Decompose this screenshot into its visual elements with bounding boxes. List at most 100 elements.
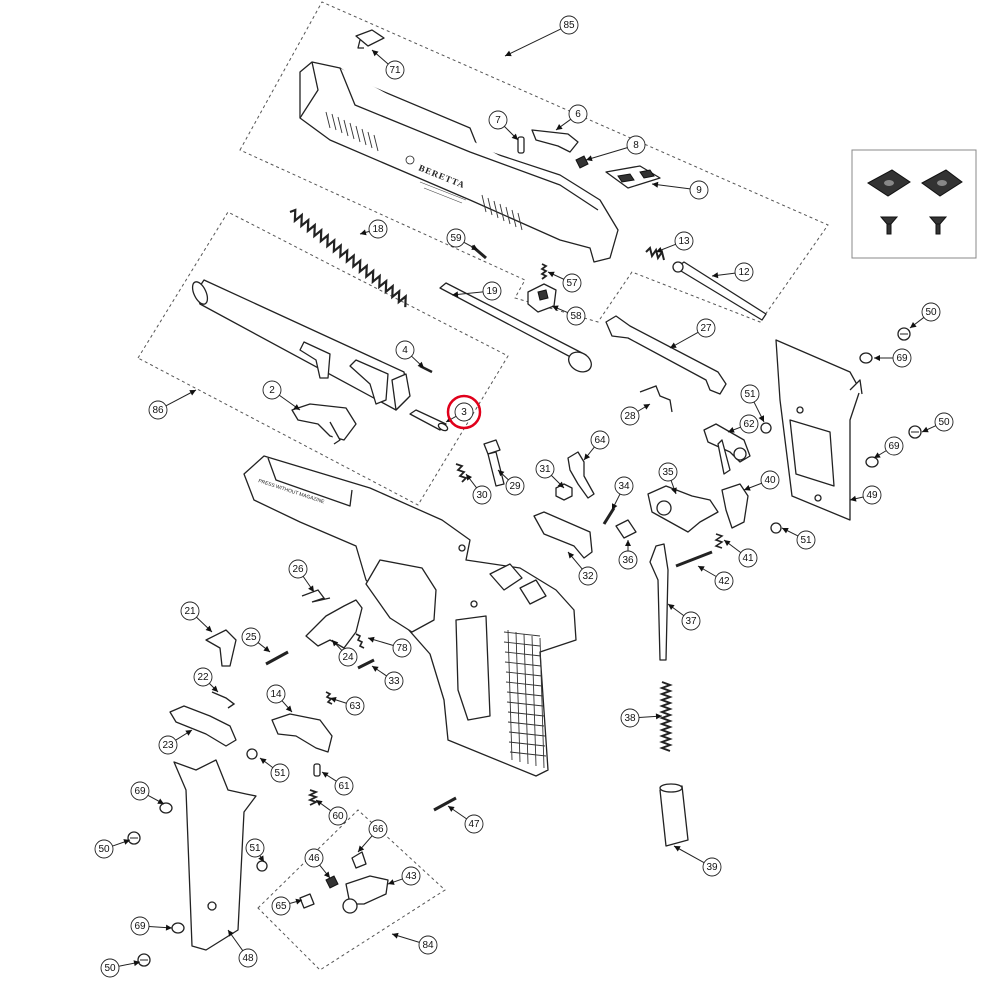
callout-34: 34 <box>614 476 634 496</box>
leader-arrow-69 <box>874 452 881 458</box>
callout-number: 35 <box>662 467 674 478</box>
callout-71: 71 <box>385 60 405 80</box>
callout-61: 61 <box>334 776 354 796</box>
leader-arrow-14 <box>285 705 292 712</box>
highlight-circle-part-3 <box>446 394 482 430</box>
callout-26: 26 <box>288 559 308 579</box>
part-47-pin <box>433 796 457 812</box>
callout-number: 28 <box>624 411 636 422</box>
callout-circle <box>130 916 150 936</box>
callout-40: 40 <box>760 470 780 490</box>
leader-lines <box>112 28 937 967</box>
callout-circle <box>674 231 694 251</box>
callout-circle <box>884 436 904 456</box>
callout-69: 69 <box>884 436 904 456</box>
part-29-screw <box>483 439 505 487</box>
leader-arrow-64 <box>584 453 591 460</box>
callout-number: 47 <box>468 819 480 830</box>
part-66-spring <box>351 851 367 869</box>
callout-circle <box>740 384 760 404</box>
callout-number: 85 <box>563 20 575 31</box>
callout-25: 25 <box>241 627 261 647</box>
callout-circle <box>328 806 348 826</box>
callout-14: 14 <box>266 684 286 704</box>
callout-7: 7 <box>488 110 508 130</box>
part-9-rear-sight <box>605 165 661 189</box>
callout-number: 32 <box>582 571 594 582</box>
callout-number: 21 <box>184 606 196 617</box>
leader-arrow-51 <box>260 758 267 764</box>
part-19-spring-guide <box>439 282 592 373</box>
leader-arrow-46 <box>323 871 330 878</box>
callout-2: 2 <box>262 380 282 400</box>
callout-circle <box>734 262 754 282</box>
callout-4: 4 <box>395 340 415 360</box>
leader-line-9 <box>651 183 691 190</box>
part-25-pin <box>265 650 289 666</box>
callout-28: 28 <box>620 406 640 426</box>
callout-13: 13 <box>674 231 694 251</box>
callout-number: 57 <box>566 278 578 289</box>
leader-arrow-23 <box>185 730 192 736</box>
callout-57: 57 <box>562 273 582 293</box>
callout-circle <box>148 400 168 420</box>
callout-circle <box>535 459 555 479</box>
part-23-safety-lever <box>169 705 237 747</box>
callout-23: 23 <box>158 735 178 755</box>
leader-arrow-19 <box>452 291 459 298</box>
callout-number: 12 <box>738 267 750 278</box>
callout-number: 50 <box>104 963 116 974</box>
callout-circle <box>472 485 492 505</box>
callout-number: 61 <box>338 781 350 792</box>
callout-circle <box>368 219 388 239</box>
callout-number: 24 <box>342 652 354 663</box>
part-27-disconnector <box>605 315 727 395</box>
leader-arrow-69 <box>874 355 880 361</box>
callout-number: 51 <box>744 389 756 400</box>
callout-number: 6 <box>575 109 581 120</box>
callout-circle <box>738 548 758 568</box>
leader-arrow-65 <box>295 898 302 905</box>
leader-arrow-35 <box>671 487 677 494</box>
callout-circle <box>241 627 261 647</box>
leader-arrow-38 <box>655 713 662 720</box>
leader-arrow-85 <box>505 50 512 57</box>
callout-circle <box>658 462 678 482</box>
callout-number: 78 <box>396 643 408 654</box>
leader-arrow-36 <box>625 540 631 546</box>
leader-arrow-50 <box>133 960 140 967</box>
leader-arrow-28 <box>643 404 650 410</box>
callout-8: 8 <box>626 135 646 155</box>
callout-circle <box>266 684 286 704</box>
callout-number: 14 <box>270 689 282 700</box>
callout-number: 39 <box>706 862 718 873</box>
callout-number: 86 <box>152 405 164 416</box>
callout-35: 35 <box>658 462 678 482</box>
callout-circle <box>620 708 640 728</box>
part-64-lever <box>567 451 595 499</box>
callout-69: 69 <box>130 916 150 936</box>
part-7-pin <box>517 136 525 154</box>
callout-37: 37 <box>681 611 701 631</box>
callout-48: 48 <box>238 948 258 968</box>
leader-arrow-33 <box>372 666 379 672</box>
callout-50: 50 <box>921 302 941 322</box>
callout-circle <box>505 476 525 496</box>
callout-circle <box>559 15 579 35</box>
callout-circle <box>739 414 759 434</box>
part-71-extractor <box>355 29 385 49</box>
part-78-spring <box>355 633 365 649</box>
callout-circle <box>760 470 780 490</box>
callout-number: 3 <box>461 407 467 418</box>
callout-number: 29 <box>509 481 521 492</box>
leader-arrow-30 <box>466 474 473 481</box>
callout-number: 31 <box>539 464 551 475</box>
part-14-trigger-bar <box>271 713 333 753</box>
callout-42: 42 <box>714 571 734 591</box>
callout-number: 38 <box>624 713 636 724</box>
callout-number: 8 <box>633 140 639 151</box>
leader-arrow-66 <box>358 845 365 852</box>
callout-27: 27 <box>696 318 716 338</box>
part-3-plunger <box>409 409 449 432</box>
callout-circle <box>368 819 388 839</box>
